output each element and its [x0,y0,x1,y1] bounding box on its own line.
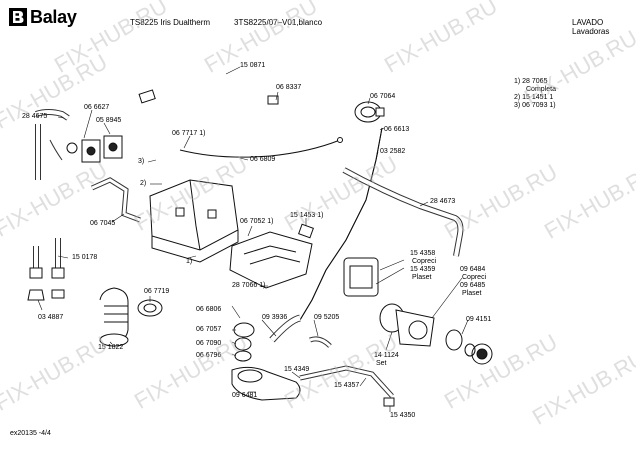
label-096481: 09 6481 [232,392,258,399]
label-154357: 15 4357 [334,382,360,389]
footnote-1: 1) 28 7065 [514,78,548,85]
label-068337: 06 8337 [276,84,302,91]
label-034887: 03 4887 [38,314,64,321]
label-154350: 15 4350 [390,412,416,419]
brand-name: Balay [30,7,77,27]
label-1514531: 15 1453 1) [290,212,324,219]
label-066796: 06 6796 [196,352,222,359]
label-284673: 28 4673 [430,198,456,205]
label-copreci-2: Copreci [462,274,487,281]
leader-lines [37,66,469,412]
label-067045: 06 7045 [90,220,116,227]
label-066613: 06 6613 [384,126,410,133]
label-094151: 09 4151 [466,316,492,323]
label-0670521: 06 7052 1) [240,218,274,225]
label-032582: 03 2582 [380,148,406,155]
balay-logo: Balay [8,6,104,28]
label-067064: 06 7064 [370,93,396,100]
label-154358: 15 4358 [410,250,436,257]
inlet-hoses-left [27,109,70,301]
label-154349: 15 4349 [284,366,310,373]
label-066809: 06 6809 [250,156,276,163]
balay-logo-icon [9,8,27,26]
detergent-drawer [229,231,313,289]
label-058945: 05 8945 [96,117,122,124]
label-154359: 15 4359 [410,266,436,273]
bellows-hose [99,287,129,347]
label-067057: 06 7057 [196,326,222,333]
label-095205: 09 5205 [314,314,340,321]
document-reference: 3TS8225/07–V01,blanco [234,18,323,27]
label-0677171: 06 7717 1) [172,130,206,137]
footnotes: 1) 28 7065 Completa 2) 15 1451 1 3) 06 7… [514,78,556,110]
section-subtitle: Lavadoras [572,27,610,36]
model-name: TS8225 Iris Dualtherm [130,18,211,27]
label-set: Set [376,360,387,367]
label-141124: 14 1124 [374,352,399,359]
footnote-2: 2) 15 1451 1 [514,94,554,101]
drain-pump [343,257,493,365]
label-150871: 15 0871 [240,62,266,69]
page-code: ex20135 -4/4 [10,430,51,437]
label-note-3: 3) [138,158,145,165]
label-066806: 06 6806 [196,306,222,313]
label-093936: 09 3936 [262,314,288,321]
label-plaset-2: Plaset [462,290,482,297]
label-067719: 06 7719 [144,288,170,295]
label-copreci-1: Copreci [412,258,437,265]
detergent-dispenser [149,179,239,263]
label-066627: 06 6627 [84,104,110,111]
label-2870661: 28 7066 1) [232,282,266,289]
label-096484: 09 6484 [460,266,486,273]
label-150178: 15 0178 [72,254,98,261]
label-note-1: 1) [186,258,193,265]
inlet-valves [66,135,123,163]
label-067090: 06 7090 [196,340,222,347]
label-284675: 28 4675 [22,113,48,120]
label-096485: 09 6485 [460,282,486,289]
section-title: LAVADO [572,18,604,27]
drain-hose-long [342,167,464,257]
pressure-switch [354,101,385,123]
label-plaset-1: Plaset [412,274,432,281]
footnote-3: 3) 06 7093 1) [514,102,556,109]
label-note-2: 2) [140,180,147,187]
upper-hose [138,68,331,152]
footnote-1-detail: Completa [526,86,556,93]
label-151822: 15 1822 [98,344,124,351]
